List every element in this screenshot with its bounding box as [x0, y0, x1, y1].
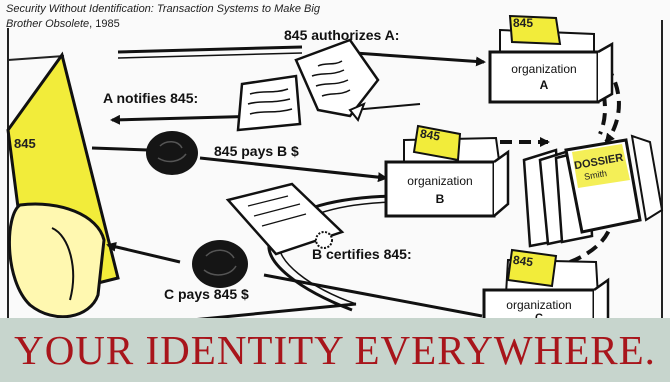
- label-certifies: B certifies 845:: [312, 246, 412, 262]
- file-box-b: [384, 124, 510, 218]
- card-number: 845: [14, 136, 36, 151]
- box-a-tab: 845: [513, 16, 534, 30]
- coin-c-pays: [192, 240, 248, 288]
- banner-title: YOUR IDENTITY EVERYWHERE.: [14, 327, 656, 373]
- citation-year: , 1985: [89, 18, 120, 30]
- source-citation: Security Without Identification: Transac…: [6, 2, 336, 32]
- notification-document: [236, 74, 302, 132]
- citation-title: Security Without Identification: Transac…: [6, 3, 320, 30]
- file-box-a: [488, 14, 614, 104]
- arrow-c-pays: [106, 241, 483, 318]
- box-a-name: organization: [511, 62, 577, 76]
- arrow-pays-b: [91, 146, 388, 183]
- box-b-name: organization: [407, 174, 473, 188]
- dossier-binders: [522, 134, 664, 248]
- coin-pays-b: [146, 131, 198, 175]
- title-banner: YOUR IDENTITY EVERYWHERE.: [0, 318, 670, 382]
- label-notifies: A notifies 845:: [103, 90, 199, 106]
- box-b-letter: B: [435, 192, 445, 206]
- arrow-authorizes: [117, 45, 486, 67]
- label-c-pays: C pays 845 $: [164, 286, 249, 302]
- box-c-name: organization: [506, 298, 572, 312]
- label-pays-b: 845 pays B $: [214, 143, 299, 159]
- authorization-document: [294, 38, 380, 122]
- box-a-letter: A: [539, 78, 549, 92]
- frame-top-line: [7, 55, 65, 61]
- box-c-tab: 845: [512, 252, 534, 270]
- hand-with-card: [6, 51, 120, 319]
- label-authorizes: 845 authorizes A:: [284, 27, 400, 43]
- certificate-document: [225, 182, 345, 256]
